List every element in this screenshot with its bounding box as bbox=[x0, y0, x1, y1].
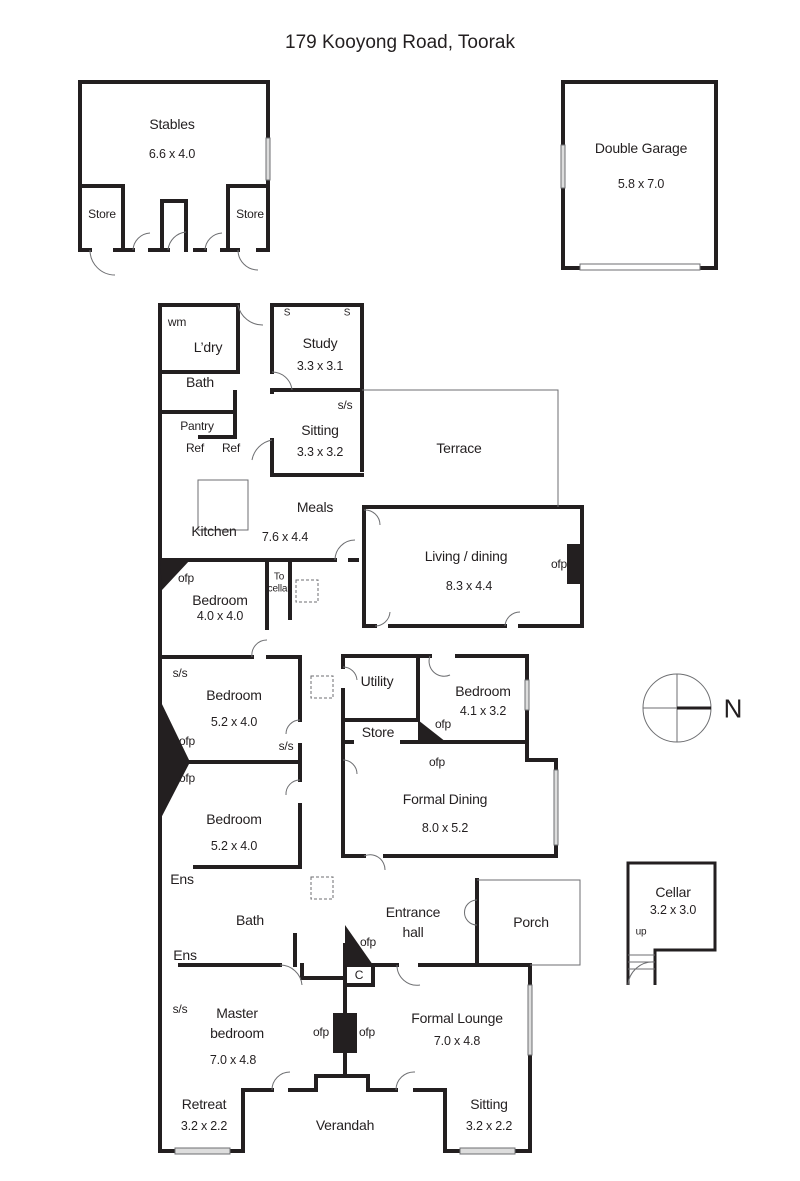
entrance-line-1: Entrance bbox=[385, 903, 441, 920]
master-ofp: ofp bbox=[312, 1025, 330, 1040]
master-ss: s/s bbox=[172, 1002, 188, 1017]
garage-walls bbox=[561, 80, 718, 270]
study-label: Study bbox=[302, 334, 338, 351]
garage-label: Double Garage bbox=[594, 139, 688, 156]
closet-label: C bbox=[354, 968, 364, 983]
bedroom4-label: Bedroom bbox=[455, 682, 511, 699]
bedroom2-dims: 5.2 x 4.0 bbox=[210, 714, 258, 729]
study-dims: 3.3 x 3.1 bbox=[296, 358, 344, 373]
formal-dining-label: Formal Dining bbox=[402, 790, 488, 807]
formal-dining-dims: 8.0 x 5.2 bbox=[421, 820, 469, 835]
sitting-top-label: Sitting bbox=[301, 421, 339, 438]
stables-dims: 6.6 x 4.0 bbox=[148, 146, 196, 161]
formal-lounge-label: Formal Lounge bbox=[411, 1009, 503, 1026]
sitting-top-dims: 3.3 x 3.2 bbox=[296, 444, 344, 459]
study-shelf-2: S bbox=[343, 307, 351, 319]
stables-store-left: Store bbox=[88, 207, 116, 222]
bedroom2-ss-1: s/s bbox=[172, 666, 188, 681]
lounge-ofp: ofp bbox=[358, 1025, 376, 1040]
bedroom4-ofp: ofp bbox=[434, 717, 452, 732]
ens1-label: Ens bbox=[170, 870, 194, 887]
retreat-dims: 3.2 x 2.2 bbox=[180, 1118, 228, 1133]
ref-1-label: Ref bbox=[185, 441, 205, 456]
laundry-label: L’dry bbox=[193, 338, 223, 355]
pantry-label: Pantry bbox=[180, 419, 214, 434]
formal-dining-ofp: ofp bbox=[428, 755, 446, 770]
to-cellar-label: To cellar bbox=[267, 571, 291, 595]
master-line-1: Master bbox=[216, 1004, 258, 1021]
stables-label: Stables bbox=[149, 115, 195, 132]
sitting-front-dims: 3.2 x 2.2 bbox=[465, 1118, 513, 1133]
bedroom2-ofp: ofp bbox=[178, 734, 196, 749]
porch-outline bbox=[477, 879, 581, 966]
stables-walls bbox=[78, 80, 270, 252]
living-dims: 8.3 x 4.4 bbox=[445, 578, 493, 593]
bath-top-label: Bath bbox=[186, 373, 214, 390]
sitting-front-label: Sitting bbox=[470, 1095, 508, 1112]
terrace-label: Terrace bbox=[436, 439, 482, 456]
bedroom3-label: Bedroom bbox=[206, 810, 262, 827]
bedroom3-ofp: ofp bbox=[178, 771, 196, 786]
bedroom1-dims: 4.0 x 4.0 bbox=[196, 608, 244, 623]
porch-label: Porch bbox=[513, 913, 549, 930]
entrance-ofp: ofp bbox=[359, 935, 377, 950]
living-label: Living / dining bbox=[424, 547, 508, 564]
formal-lounge-dims: 7.0 x 4.8 bbox=[433, 1033, 481, 1048]
house-outer-walls bbox=[158, 303, 584, 1153]
cellar-label: Cellar bbox=[655, 883, 691, 900]
cellar-dims: 3.2 x 3.0 bbox=[649, 902, 697, 917]
meals-dims: 7.6 x 4.4 bbox=[261, 529, 309, 544]
utility-label: Utility bbox=[360, 672, 394, 689]
bedroom2-label: Bedroom bbox=[206, 686, 262, 703]
stables-store-right: Store bbox=[236, 207, 264, 222]
sitting-top-ss: s/s bbox=[337, 398, 353, 413]
bedroom1-label: Bedroom bbox=[192, 591, 248, 608]
retreat-label: Retreat bbox=[181, 1095, 227, 1112]
bath-main-label: Bath bbox=[236, 911, 264, 928]
bedroom3-dims: 5.2 x 4.0 bbox=[210, 838, 258, 853]
bedroom1-ofp: ofp bbox=[177, 571, 195, 586]
study-shelf-1: S bbox=[283, 307, 291, 319]
master-dims: 7.0 x 4.8 bbox=[209, 1052, 257, 1067]
bedroom2-ss-2: s/s bbox=[278, 739, 294, 754]
ref-2-label: Ref bbox=[221, 441, 241, 456]
wm-label: wm bbox=[167, 315, 187, 330]
verandah-label: Verandah bbox=[315, 1116, 375, 1133]
garage-dims: 5.8 x 7.0 bbox=[617, 176, 665, 191]
entrance-line-2: hall bbox=[402, 923, 424, 940]
bedroom4-dims: 4.1 x 3.2 bbox=[459, 703, 507, 718]
meals-label: Meals bbox=[296, 498, 334, 515]
terrace-outline bbox=[362, 389, 559, 507]
ens2-label: Ens bbox=[173, 946, 197, 963]
north-compass-icon: N bbox=[723, 693, 743, 724]
store-label: Store bbox=[361, 723, 395, 740]
master-line-2: bedroom bbox=[210, 1024, 264, 1041]
living-ofp: ofp bbox=[550, 557, 568, 572]
kitchen-label: Kitchen bbox=[191, 522, 237, 539]
page-title: 179 Kooyong Road, Toorak bbox=[285, 32, 515, 53]
cellar-up-label: up bbox=[635, 926, 647, 938]
